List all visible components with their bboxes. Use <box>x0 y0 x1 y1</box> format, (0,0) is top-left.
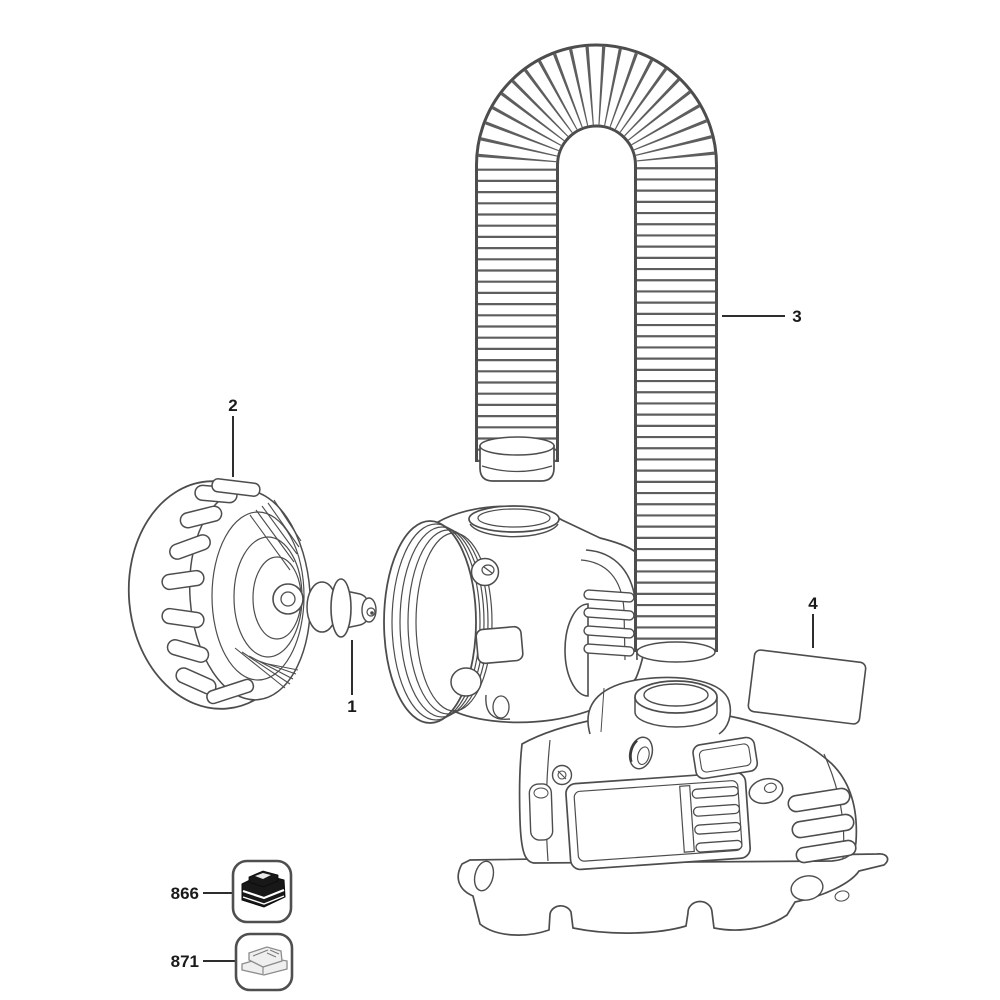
lamp-bottom-tab <box>485 694 511 720</box>
lamp-screw-boss <box>470 557 500 587</box>
base-left-pocket <box>528 783 554 841</box>
callout-2: 2 <box>228 396 238 477</box>
hose-end-ring <box>636 641 716 663</box>
base-top-oval-hole <box>628 736 654 770</box>
base-side-fins <box>787 787 857 864</box>
base-top-right-pocket <box>692 736 759 780</box>
base-foot-holes <box>473 860 850 902</box>
battery-reference: 866 <box>171 859 293 924</box>
bezel-rim-slots <box>161 478 261 705</box>
hose-cuff <box>479 436 555 482</box>
base-housing <box>457 676 889 936</box>
lamp-bottom-hole <box>450 667 482 697</box>
base-hose-port <box>587 676 732 735</box>
callout-1-label: 1 <box>347 697 356 716</box>
callout-4: 4 <box>808 594 818 648</box>
callout-2-label: 2 <box>228 396 237 415</box>
charger-part-number: 871 <box>171 952 199 971</box>
callout-3: 3 <box>722 307 802 326</box>
base-foot-plate <box>457 853 889 936</box>
battery-icon <box>241 870 286 908</box>
charger-reference: 871 <box>171 932 294 992</box>
base-front-recess <box>565 771 752 871</box>
part-bulb <box>306 578 377 638</box>
charger-icon <box>241 946 288 976</box>
battery-part-number: 866 <box>171 884 199 903</box>
lamp-head-housing <box>383 505 650 724</box>
callouts: 1 2 3 4 <box>228 307 818 716</box>
callout-1: 1 <box>347 640 357 716</box>
part-label-sticker <box>747 649 867 725</box>
callout-4-label: 4 <box>808 594 818 613</box>
lamp-rear-dome <box>564 603 589 697</box>
base-right-oval-hole <box>748 777 784 805</box>
callout-3-label: 3 <box>792 307 801 326</box>
lamp-hose-port <box>468 505 560 538</box>
lamp-front-drum <box>383 520 493 724</box>
part-flexible-hose <box>480 85 715 662</box>
lamp-rear-grille <box>580 549 638 661</box>
base-screw-boss <box>551 764 573 786</box>
part-bezel-reflector-ring <box>127 478 312 710</box>
reflector-hatching <box>234 499 302 689</box>
lamp-label-recess <box>475 625 524 665</box>
